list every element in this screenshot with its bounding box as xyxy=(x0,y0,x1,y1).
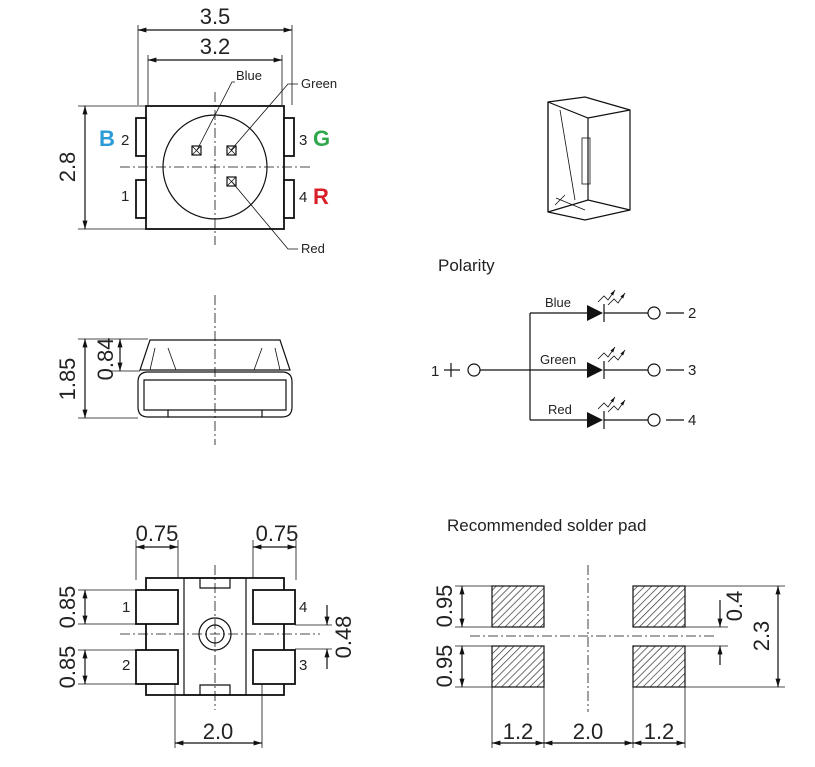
bottom-pin-3: 3 xyxy=(299,657,307,674)
dim-height: 2.8 xyxy=(55,152,80,183)
dim-total-height: 1.85 xyxy=(55,358,80,401)
top-pin-4: 4 xyxy=(299,189,307,206)
dim-solder-center: 2.0 xyxy=(573,719,604,744)
dim-pad-h-bottom: 0.85 xyxy=(55,646,80,689)
solder-pad-title: Recommended solder pad xyxy=(447,516,646,535)
polarity-green-label: Green xyxy=(540,352,576,367)
dim-width-outer: 3.5 xyxy=(200,4,231,29)
polarity-diagram: Polarity 1 Blue 2 xyxy=(431,256,696,429)
diode-green xyxy=(587,346,684,379)
polarity-red-pin: 4 xyxy=(688,412,696,429)
dim-body-height: 0.84 xyxy=(93,338,118,381)
polarity-common-pin: 1 xyxy=(431,363,439,380)
polarity-red-label: Red xyxy=(548,402,572,417)
dim-pad-h-top: 0.85 xyxy=(55,586,80,629)
dim-pad-height-top: 0.95 xyxy=(432,585,457,628)
bottom-pin-1: 1 xyxy=(122,599,130,616)
pin-b-letter: B xyxy=(99,126,115,151)
solder-pad-view: Recommended solder pad 0.95 0.95 0.4 2.3 xyxy=(432,516,785,748)
green-chip xyxy=(226,145,237,156)
top-pin-1: 1 xyxy=(121,188,129,205)
iso-view xyxy=(547,96,631,221)
dim-pad-right: 0.75 xyxy=(256,521,299,546)
top-pin-3: 3 xyxy=(299,132,307,149)
dim-solder-gap: 0.4 xyxy=(722,591,747,622)
bottom-pin-4: 4 xyxy=(299,599,307,616)
polarity-blue-label: Blue xyxy=(545,295,571,310)
pin-g-letter: G xyxy=(313,126,330,151)
dim-width-inner: 3.2 xyxy=(200,34,231,59)
pin-r-letter: R xyxy=(313,184,329,209)
diode-red xyxy=(587,396,684,429)
dim-pad-height-bottom: 0.95 xyxy=(432,645,457,688)
dim-gap: 0.48 xyxy=(331,616,356,659)
label-green: Green xyxy=(301,76,337,91)
bottom-pin-2: 2 xyxy=(122,657,130,674)
bottom-view: 0.75 0.75 1 2 4 3 0.85 0.85 xyxy=(55,521,356,748)
polarity-blue-pin: 2 xyxy=(688,305,696,322)
polarity-title: Polarity xyxy=(438,256,495,275)
polarity-green-pin: 3 xyxy=(688,362,696,379)
side-view: 1.85 0.84 xyxy=(55,295,293,445)
dim-center-width: 2.0 xyxy=(203,719,234,744)
dim-pad-left: 0.75 xyxy=(136,521,179,546)
dim-solder-total-height: 2.3 xyxy=(749,621,774,652)
blue-chip xyxy=(191,145,202,156)
dim-pad-width-right: 1.2 xyxy=(644,719,675,744)
top-view: 3.5 3.2 2.8 xyxy=(55,4,337,256)
dim-pad-width-left: 1.2 xyxy=(503,719,534,744)
label-blue: Blue xyxy=(236,68,262,83)
label-red: Red xyxy=(301,241,325,256)
top-pin-2: 2 xyxy=(121,132,129,149)
diode-blue xyxy=(587,289,684,322)
